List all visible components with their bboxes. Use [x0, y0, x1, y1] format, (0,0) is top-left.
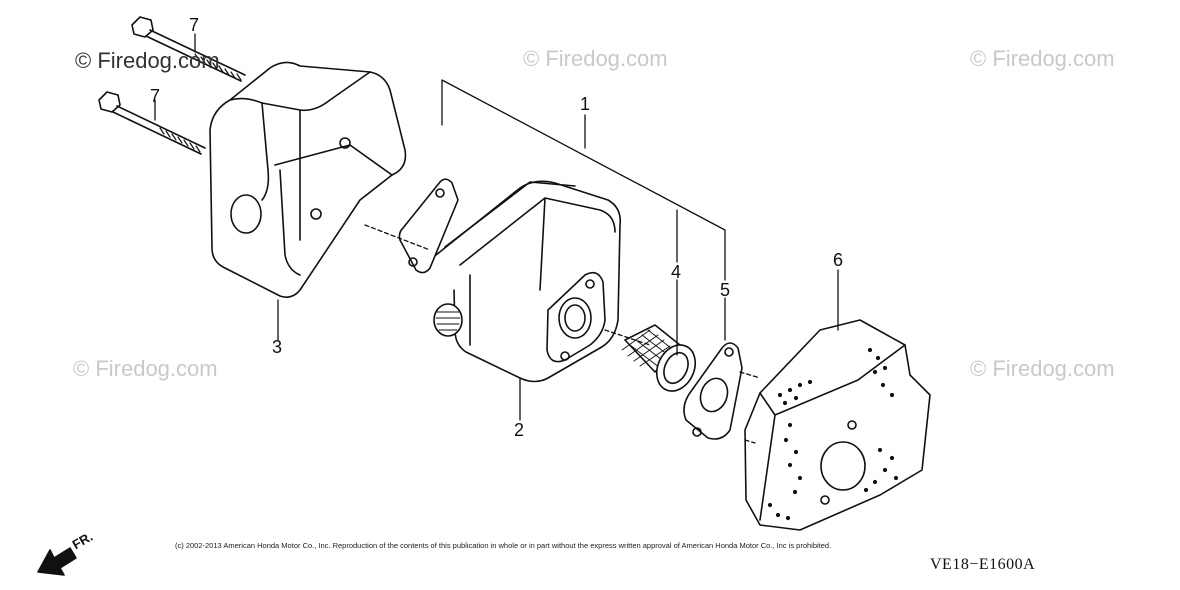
callout-3: 3 — [272, 337, 283, 357]
watermark: © Firedog.com — [523, 46, 668, 71]
callout-5: 5 — [720, 280, 731, 300]
bolt-7-upper — [131, 16, 246, 82]
heat-shield-6 — [744, 319, 931, 531]
leader-lines — [154, 33, 839, 444]
callout-6: 6 — [833, 250, 844, 270]
callout-1: 1 — [580, 94, 591, 114]
watermark: © Firedog.com — [75, 48, 220, 73]
muffler-protector-3 — [209, 61, 407, 298]
front-direction-arrow — [37, 547, 77, 576]
gasket-5 — [683, 342, 743, 440]
callout-7-upper: 7 — [189, 15, 200, 35]
copyright-notice: (c) 2002-2013 American Honda Motor Co., … — [175, 541, 832, 550]
muffler-2 — [433, 180, 622, 383]
washer-4 — [655, 344, 697, 392]
callout-2: 2 — [514, 420, 525, 440]
diagram-code: VE18−E1600A — [930, 556, 1036, 573]
callout-4: 4 — [671, 262, 682, 282]
bolt-7-lower — [98, 91, 206, 155]
gasket-small — [398, 178, 459, 274]
callout-7-lower: 7 — [150, 86, 161, 106]
watermark: © Firedog.com — [970, 46, 1115, 71]
watermark: © Firedog.com — [73, 356, 218, 381]
watermark: © Firedog.com — [970, 356, 1115, 381]
